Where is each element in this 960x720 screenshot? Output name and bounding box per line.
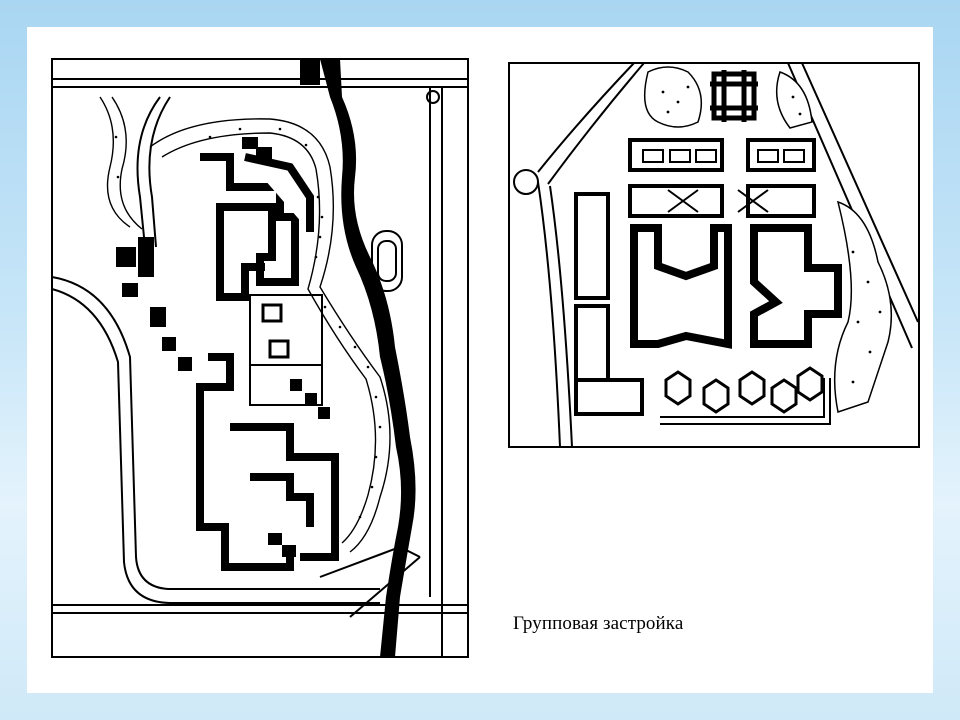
roundabout-right [513, 169, 539, 195]
green-belt [99, 96, 131, 228]
courtyard-block [711, 71, 757, 121]
stadium [371, 230, 403, 292]
upper-road [537, 62, 645, 185]
right-road [429, 87, 443, 657]
right-site-plan [508, 62, 920, 448]
cube-building [664, 370, 692, 406]
crescent-complex-right [750, 224, 842, 348]
building-group-south [196, 353, 294, 571]
green-patch [643, 66, 703, 128]
left-site-plan [50, 57, 470, 661]
left-plan-frame [51, 58, 469, 658]
slab-building [628, 138, 724, 172]
building-group-north [200, 153, 299, 301]
roundabout [426, 90, 440, 104]
figure-caption: Групповая застройка [513, 613, 684, 634]
small-building [116, 247, 136, 267]
left-road-curve [51, 276, 380, 590]
right-plan-frame [508, 62, 920, 448]
crescent-complex-left [630, 224, 732, 349]
river [320, 59, 416, 657]
